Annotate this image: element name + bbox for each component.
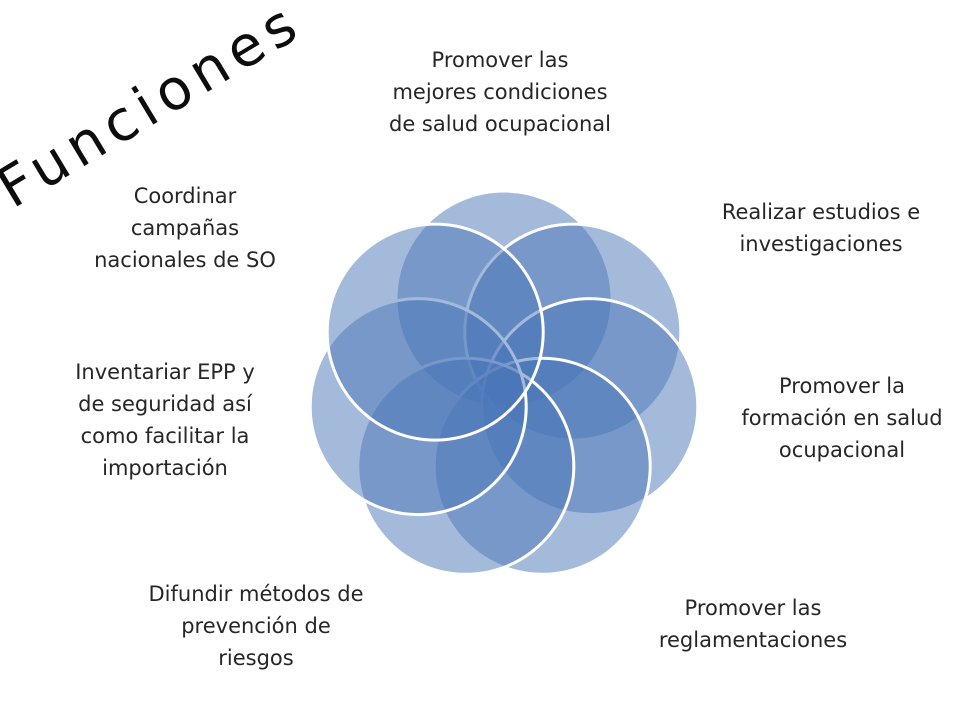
circle-upper-left xyxy=(325,222,545,442)
